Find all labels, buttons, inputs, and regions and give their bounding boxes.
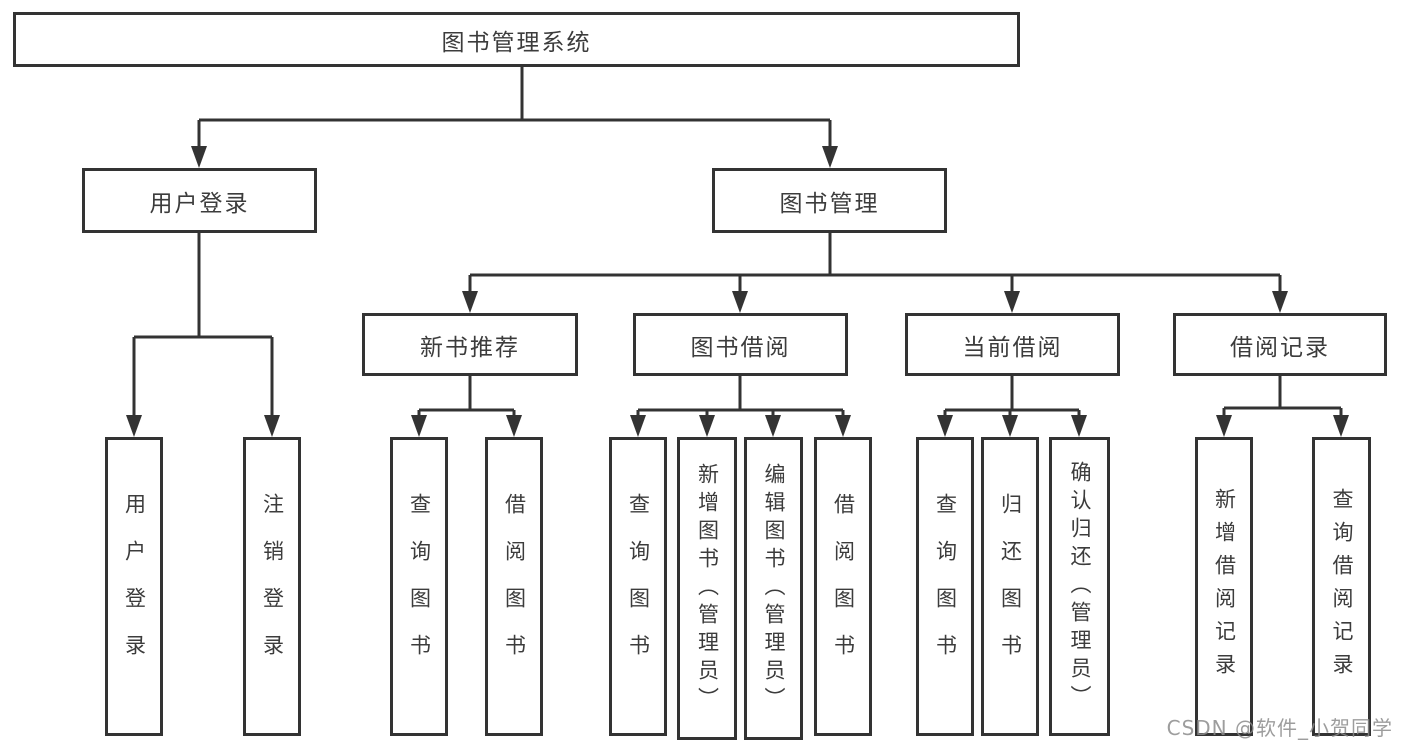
node-label: 图书管理系统 xyxy=(441,29,592,56)
node-label: 图书管理 xyxy=(779,190,880,217)
node-user-login: 用户登录 xyxy=(82,168,317,233)
leaf-label: 查询图书 xyxy=(626,492,651,681)
node-label: 当前借阅 xyxy=(962,334,1063,361)
leaf-logout-login: 注销登录 xyxy=(243,437,301,736)
leaf-return-book: 归还图书 xyxy=(981,437,1039,736)
arrowheads xyxy=(126,146,1349,437)
leaf-borrow-book-recommend: 借阅图书 xyxy=(485,437,543,736)
watermark: CSDN @软件_小贺同学 xyxy=(1166,716,1393,740)
node-label: 借阅记录 xyxy=(1230,334,1330,361)
leaf-add-borrow-record: 新增借阅记录 xyxy=(1195,437,1253,736)
leaf-query-book-recommend: 查询图书 xyxy=(390,437,448,736)
node-book-borrow: 图书借阅 xyxy=(633,313,848,376)
node-label: 新书推荐 xyxy=(420,334,520,361)
node-label: 用户登录 xyxy=(149,190,250,217)
node-book-management: 图书管理 xyxy=(712,168,947,233)
node-library-management-system: 图书管理系统 xyxy=(13,12,1020,67)
leaf-label: 查询图书 xyxy=(407,492,432,681)
leaf-user-login: 用户登录 xyxy=(105,437,163,736)
node-current-borrow: 当前借阅 xyxy=(905,313,1120,376)
leaf-label: 确认归还（管理员） xyxy=(1068,460,1092,713)
leaf-label: 借阅图书 xyxy=(831,492,856,681)
node-borrow-records: 借阅记录 xyxy=(1173,313,1387,376)
leaf-borrow-book: 借阅图书 xyxy=(814,437,872,736)
leaf-add-book-admin: 新增图书（管理员） xyxy=(677,437,737,740)
node-label: 图书借阅 xyxy=(690,334,791,361)
leaf-query-borrow-record: 查询借阅记录 xyxy=(1312,437,1371,736)
leaf-label: 查询借阅记录 xyxy=(1330,487,1354,686)
leaf-query-book-borrow: 查询图书 xyxy=(609,437,667,736)
leaf-label: 查询图书 xyxy=(933,492,958,681)
leaf-label: 注销登录 xyxy=(260,492,285,681)
leaf-label: 新增借阅记录 xyxy=(1212,487,1237,686)
leaf-edit-book-admin: 编辑图书（管理员） xyxy=(744,437,803,740)
leaf-label: 用户登录 xyxy=(122,492,147,681)
leaf-label: 新增图书（管理员） xyxy=(695,462,720,715)
leaf-label: 归还图书 xyxy=(998,492,1023,681)
node-new-book-recommend: 新书推荐 xyxy=(362,313,578,376)
leaf-label: 借阅图书 xyxy=(502,492,527,681)
leaf-label: 编辑图书（管理员） xyxy=(762,462,786,715)
leaf-query-book-current: 查询图书 xyxy=(916,437,974,736)
leaf-confirm-return-admin: 确认归还（管理员） xyxy=(1049,437,1110,736)
